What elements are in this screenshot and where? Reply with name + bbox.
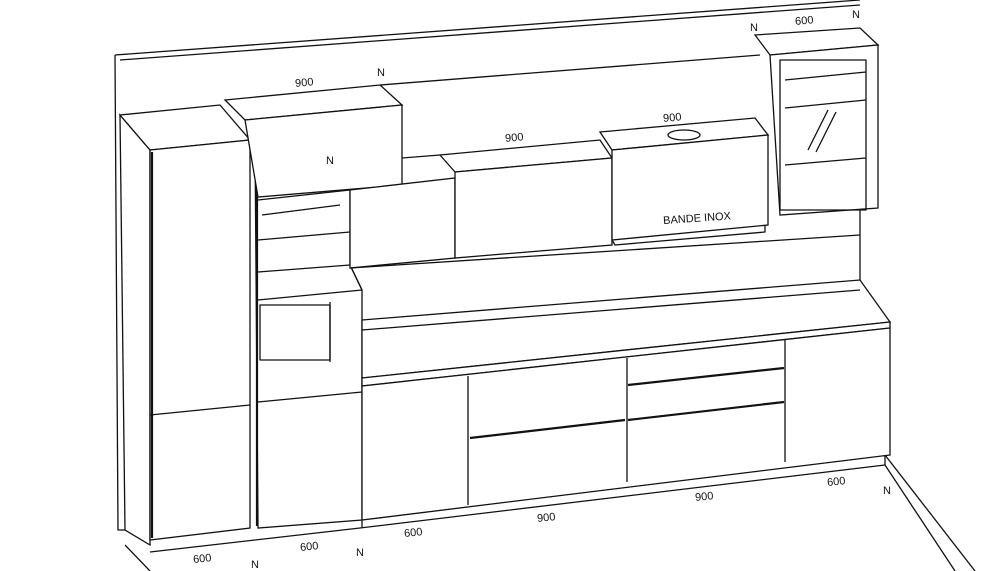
- floor-lines: [124, 454, 976, 571]
- marker-upper-right-left: N: [750, 22, 758, 34]
- dim-upper-left: 900: [295, 76, 314, 90]
- upper-left-cabinet: N: [223, 84, 404, 198]
- dim-label: 600: [300, 540, 320, 554]
- marker-label: N: [356, 547, 364, 559]
- marker-upper-right-right: N: [852, 9, 860, 21]
- upper-left-door-marker: N: [326, 155, 334, 167]
- marker-upper-left: N: [377, 67, 385, 79]
- marker-label: N: [251, 559, 259, 571]
- dim-hood: 900: [663, 111, 682, 125]
- dim-upper-middle: 900: [505, 131, 524, 145]
- dim-label: 900: [695, 490, 715, 504]
- upper-right-glass-cabinet: [753, 27, 880, 216]
- dim-label: 600: [404, 526, 424, 540]
- dim-upper-right: 600: [795, 14, 814, 28]
- tall-column-cabinet: [118, 104, 252, 547]
- dim-label: 600: [827, 475, 847, 489]
- base-cabinets: [361, 327, 891, 528]
- back-wall-panel: [114, 0, 861, 531]
- hood-label: BANDE INOX: [663, 210, 732, 227]
- range-hood: BANDE INOX: [598, 117, 770, 246]
- upper-middle-cabinets: [349, 54, 761, 269]
- marker-label: N: [883, 485, 891, 497]
- upper-dimension-labels: 900 N 900 900 N 600 N: [295, 9, 860, 145]
- dim-label: 900: [537, 511, 557, 525]
- oven-column: [254, 129, 363, 529]
- dim-label: 600: [193, 552, 213, 566]
- lower-dimension-labels: 600 N 600 N 600 900 900 600 N: [193, 475, 891, 571]
- countertop: [349, 234, 892, 387]
